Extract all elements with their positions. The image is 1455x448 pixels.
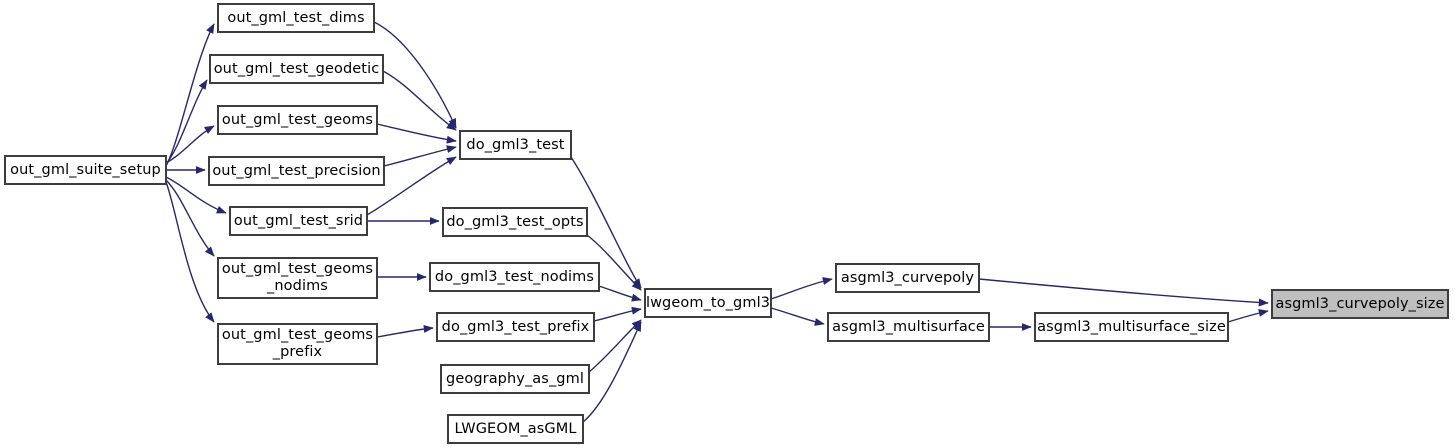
- node-do_gml3_test_prefix[interactable]: do_gml3_test_prefix: [436, 312, 595, 342]
- edge-out_gml_test_geoms-to-do_gml3_test: [376, 123, 457, 144]
- node-asgml3_curvepoly_size[interactable]: asgml3_curvepoly_size: [1271, 289, 1449, 319]
- node-asgml3_curvepoly[interactable]: asgml3_curvepoly: [835, 263, 980, 293]
- node-lwgeom_to_gml3[interactable]: lwgeom_to_gml3: [644, 288, 772, 318]
- node-geography_as_gml[interactable]: geography_as_gml: [440, 364, 590, 394]
- node-out_gml_test_geoms[interactable]: out_gml_test_geoms: [217, 105, 378, 135]
- edge-out_gml_suite_setup-to-out_gml_test_geoms_nodims: [165, 179, 215, 257]
- node-do_gml3_test_nodims[interactable]: do_gml3_test_nodims: [429, 262, 600, 292]
- node-out_gml_test_srid[interactable]: out_gml_test_srid: [229, 206, 368, 236]
- node-out_gml_test_dims[interactable]: out_gml_test_dims: [217, 3, 375, 33]
- edge-out_gml_test_geoms_prefix-to-do_gml3_test_prefix: [376, 324, 434, 338]
- edge-do_gml3_test_nodims-to-lwgeom_to_gml3: [598, 285, 642, 302]
- node-out_gml_suite_setup[interactable]: out_gml_suite_setup: [4, 155, 167, 185]
- node-out_gml_test_geoms_prefix[interactable]: out_gml_test_geoms _prefix: [217, 323, 378, 365]
- edge-out_gml_test_precision-to-do_gml3_test: [383, 145, 457, 167]
- node-asgml3_multisurface[interactable]: asgml3_multisurface: [827, 312, 990, 342]
- edge-out_gml_suite_setup-to-out_gml_test_dims: [165, 23, 215, 167]
- node-out_gml_test_geoms_nodims[interactable]: out_gml_test_geoms _nodims: [217, 257, 378, 299]
- edge-out_gml_suite_setup-to-out_gml_test_geodetic: [165, 79, 208, 165]
- node-asgml3_multisurface_size[interactable]: asgml3_multisurface_size: [1034, 312, 1229, 342]
- node-out_gml_test_precision[interactable]: out_gml_test_precision: [208, 156, 385, 186]
- edge-out_gml_test_dims-to-do_gml3_test: [373, 21, 457, 129]
- node-out_gml_test_geodetic[interactable]: out_gml_test_geodetic: [209, 54, 384, 84]
- edge-asgml3_multisurface_size-to-asgml3_curvepoly_size: [1227, 309, 1269, 323]
- edge-do_gml3_test_prefix-to-lwgeom_to_gml3: [593, 306, 642, 322]
- node-do_gml3_test[interactable]: do_gml3_test: [459, 130, 572, 160]
- edge-geography_as_gml-to-lwgeom_to_gml3: [588, 319, 642, 373]
- edge-out_gml_suite_setup-to-out_gml_test_geoms_prefix: [165, 181, 215, 323]
- edge-lwgeom_to_gml3-to-asgml3_curvepoly: [770, 277, 833, 300]
- edge-asgml3_curvepoly-to-asgml3_curvepoly_size: [978, 278, 1269, 307]
- edge-out_gml_suite_setup-to-out_gml_test_geoms: [165, 125, 215, 164]
- node-do_gml3_test_opts[interactable]: do_gml3_test_opts: [442, 207, 588, 237]
- edge-out_gml_test_geodetic-to-do_gml3_test: [382, 70, 457, 131]
- edge-lwgeom_to_gml3-to-asgml3_multisurface: [770, 307, 825, 326]
- node-LWGEOM_asGML[interactable]: LWGEOM_asGML: [447, 414, 584, 444]
